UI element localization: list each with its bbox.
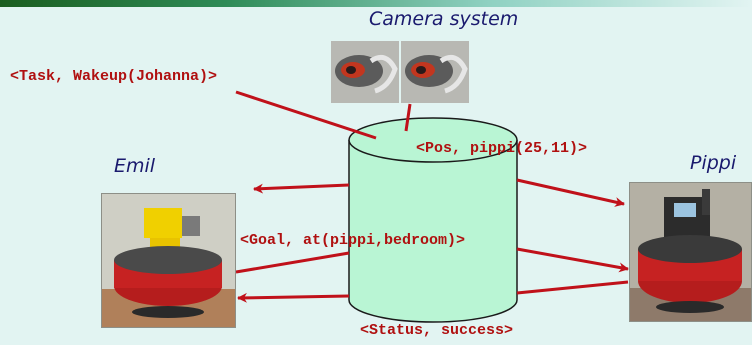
- camera-system-label: Camera system: [369, 8, 519, 30]
- emil-to-cylinder-arrow: [235, 251, 350, 274]
- pippi-robot-image: [629, 182, 752, 322]
- pippi-label: Pippi: [690, 152, 737, 174]
- task-arrow: [235, 90, 377, 140]
- pos-message: <Pos, pippi(25,11)>: [416, 140, 588, 157]
- status-message: <Status, success>: [360, 322, 514, 339]
- top-accent-bar: [0, 0, 752, 7]
- goal-message: <Goal, at(pippi,bedroom)>: [240, 232, 466, 249]
- camera-feed-line: [404, 103, 412, 132]
- camera-photo-icon: [401, 41, 469, 103]
- robot-photo-icon: [630, 183, 751, 321]
- shared-memory-cylinder: [348, 117, 518, 323]
- robot-photo-icon: [102, 194, 235, 327]
- emil-label: Emil: [114, 155, 156, 177]
- cylinder-to-emil-arrow-bottom: [237, 292, 350, 303]
- pippi-to-cylinder-arrow: [516, 280, 629, 295]
- camera-left-image: [331, 41, 399, 103]
- cylinder-to-emil-arrow-top: [253, 183, 350, 194]
- emil-robot-image: [101, 193, 236, 328]
- cylinder-to-pippi-arrow-top: [516, 178, 625, 207]
- camera-right-image: [401, 41, 469, 103]
- cylinder-to-pippi-arrow-middle: [516, 247, 629, 273]
- camera-photo-icon: [331, 41, 399, 103]
- task-message: <Task, Wakeup(Johanna)>: [10, 68, 218, 85]
